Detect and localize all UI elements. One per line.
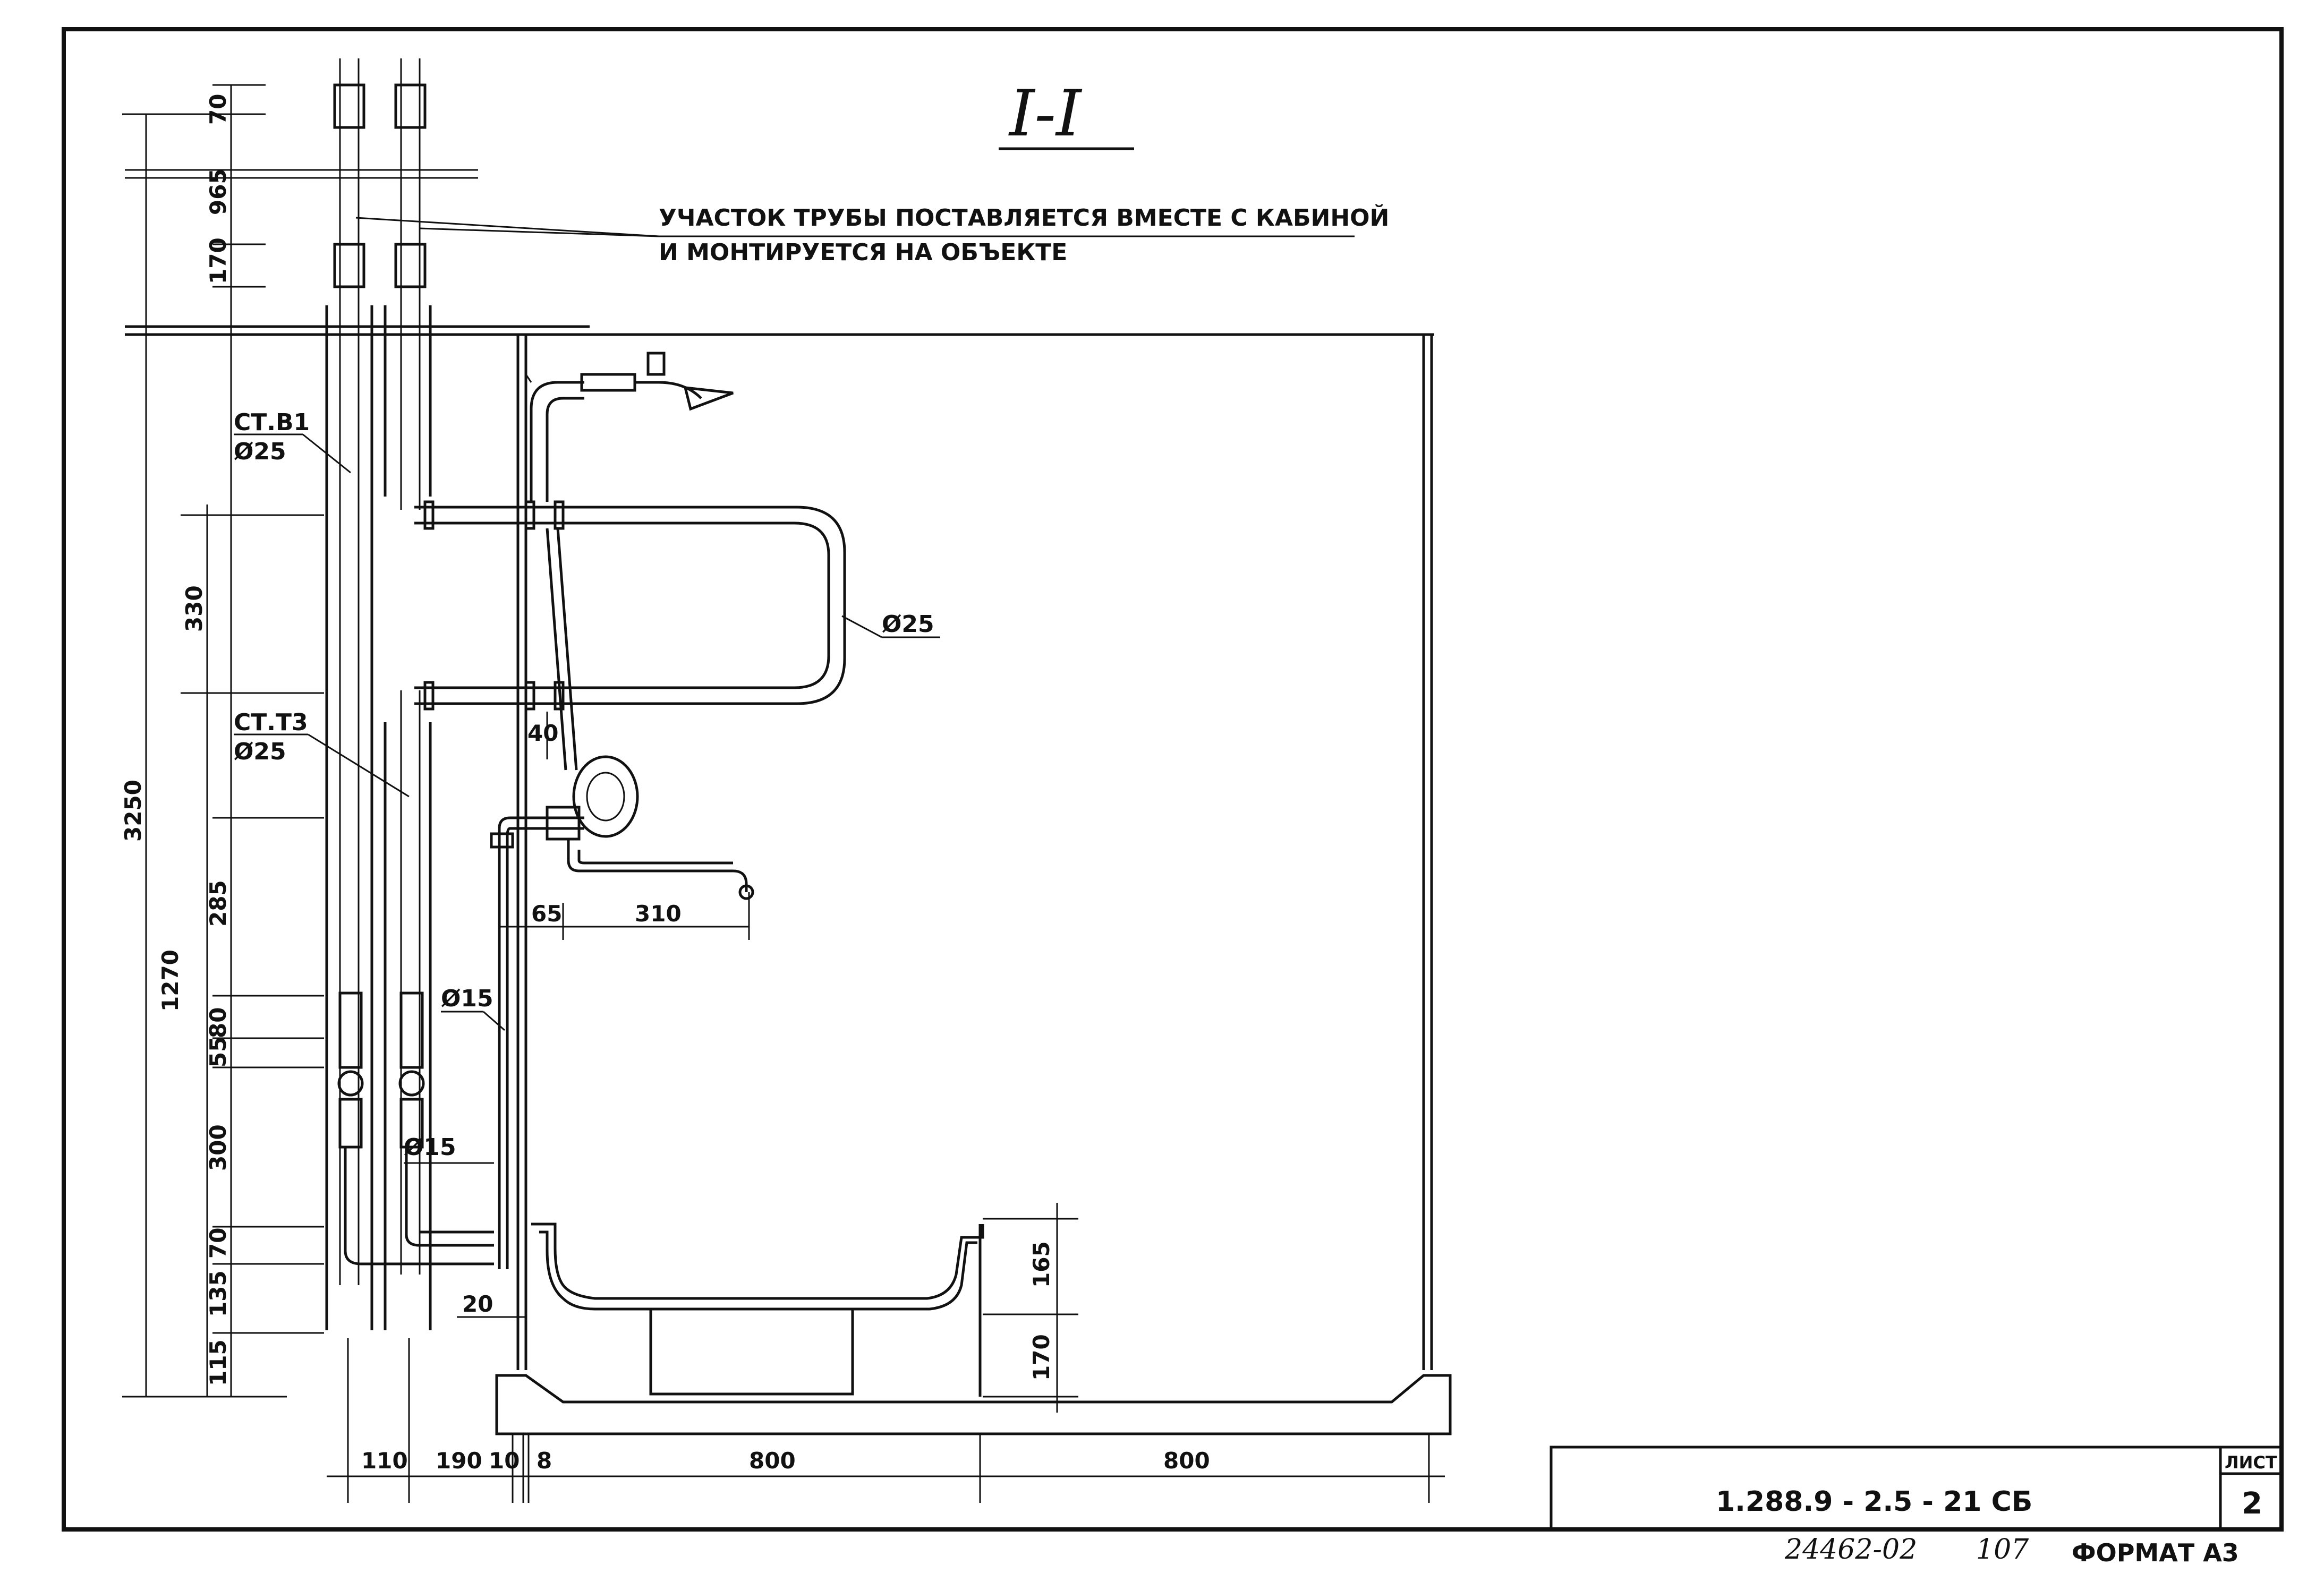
stamp-code: 1.288.9 - 2.5 - 21 СБ <box>1716 1486 2032 1518</box>
dim-300: 300 <box>205 1124 231 1171</box>
dim-190: 190 <box>436 1448 482 1474</box>
dim-800-a: 800 <box>749 1448 796 1474</box>
cabin-walls <box>516 335 1433 1370</box>
title-block: 1.288.9 - 2.5 - 21 СБ ЛИСТ 2 <box>1550 1446 2283 1531</box>
sheet-frame <box>62 27 2284 1532</box>
dim-20: 20 <box>462 1291 493 1317</box>
note-line-2: И МОНТИРУЕТСЯ НА ОБЪЕКТЕ <box>659 239 1067 266</box>
note-line-1: УЧАСТОК ТРУБЫ ПОСТАВЛЯЕТСЯ ВМЕСТЕ С КАБИ… <box>659 203 1389 232</box>
bottom-dimensions: 110 190 10 8 800 800 <box>327 1338 1445 1503</box>
dim-285: 285 <box>205 880 231 927</box>
dim-115: 115 <box>205 1339 231 1386</box>
towel-rail-loop: Ø25 <box>414 500 940 711</box>
label-st-b1-dia: Ø25 <box>234 438 286 465</box>
dim-40: 40 <box>527 720 558 746</box>
dim-8: 8 <box>537 1448 552 1474</box>
pipe-note: УЧАСТОК ТРУБЫ ПОСТАВЛЯЕТСЯ ВМЕСТЕ С КАБИ… <box>355 203 1389 266</box>
dim-135: 135 <box>205 1270 231 1317</box>
dim-170-right: 170 <box>1028 1334 1054 1381</box>
dim-3250: 3250 <box>120 780 146 842</box>
dim-165: 165 <box>1028 1241 1054 1288</box>
footer: 24462-02 107 ФОРМАТ А3 <box>1784 1534 2239 1567</box>
dim-80: 80 <box>205 1007 231 1038</box>
dim-170: 170 <box>205 237 231 284</box>
dim-330: 330 <box>181 585 207 632</box>
dim-70-top: 70 <box>205 94 231 125</box>
label-pipe15-a: Ø15 <box>441 985 493 1012</box>
dim-55: 55 <box>205 1037 231 1067</box>
dim-965: 965 <box>205 168 231 215</box>
dim-70-bottom: 70 <box>205 1228 231 1259</box>
risers <box>325 58 494 1330</box>
left-dimension-chain: 70 965 170 330 3250 285 1270 80 55 300 7… <box>120 84 324 1398</box>
shower-head <box>525 352 734 502</box>
label-st-t3: СТ.Т3 <box>234 709 308 736</box>
tray-height-dims: 165 170 <box>983 1203 1078 1413</box>
dim-1270: 1270 <box>157 950 183 1012</box>
dim-110: 110 <box>361 1448 408 1474</box>
mixer-tap <box>490 528 754 1269</box>
dim-10: 10 <box>489 1448 520 1474</box>
footer-inventory: 24462-02 <box>1784 1534 1917 1566</box>
label-st-b1: СТ.В1 <box>234 409 310 436</box>
pipe15-labels: Ø15 Ø15 <box>404 985 505 1164</box>
footer-format: ФОРМАТ А3 <box>2072 1538 2239 1567</box>
riser-labels: СТ.В1 Ø25 СТ.Т3 Ø25 <box>234 409 410 798</box>
section-title: I-I <box>1008 77 1083 151</box>
shower-tray <box>495 1222 1452 1435</box>
stamp-sheet-label: ЛИСТ <box>2225 1452 2277 1473</box>
stamp-sheet-number: 2 <box>2242 1486 2262 1521</box>
section-title-group: I-I <box>999 77 1134 151</box>
dim-310: 310 <box>635 901 682 927</box>
dim-800-b: 800 <box>1163 1448 1210 1474</box>
label-loop-dia: Ø25 <box>882 611 934 638</box>
footer-page: 107 <box>1976 1534 2029 1566</box>
label-st-t3-dia: Ø25 <box>234 738 286 765</box>
dim-65: 65 <box>531 901 562 927</box>
mid-dimensions: 40 65 310 20 <box>457 712 750 1318</box>
label-pipe15-b: Ø15 <box>404 1134 456 1161</box>
